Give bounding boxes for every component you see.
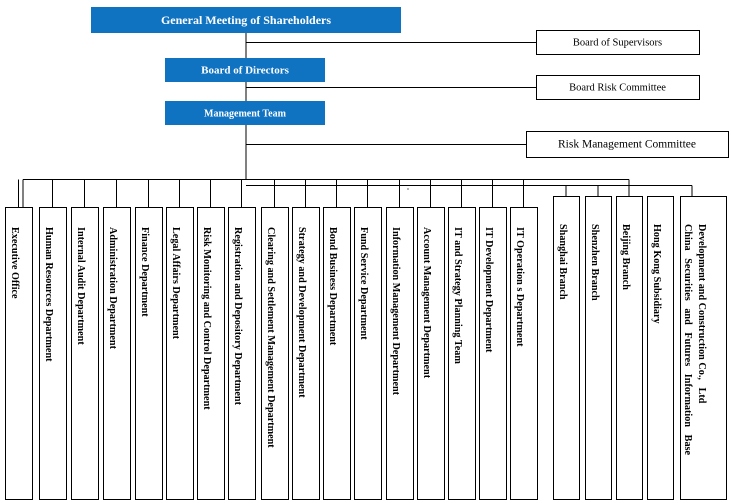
dept-fund-service-department: Fund Service Department xyxy=(354,207,382,500)
box-label: Risk Management Committee xyxy=(558,139,696,151)
dept-finance-department: Finance Department xyxy=(135,207,163,500)
dept-label: IT Operation s Department xyxy=(514,227,525,347)
dept-clearing-and-settlement-management-department: Clearing and Settlement Management Depar… xyxy=(261,207,289,500)
branch-label: Hong Kong Subsidiary xyxy=(651,224,662,324)
stray-dot xyxy=(407,188,409,190)
box-management-team: Management Team xyxy=(165,101,325,125)
dept-label: Administration Department xyxy=(107,227,118,350)
branch-label-line-1: China Securities and Futures Information… xyxy=(682,224,693,456)
department-boxes: Executive Office Human Resources Departme… xyxy=(5,207,538,500)
box-label: Board of Supervisors xyxy=(573,37,662,48)
branch-china-securities-and-futures-information-development-and-construction-co-ltd: China Securities and Futures Information… xyxy=(680,196,727,500)
dept-label: Fund Service Department xyxy=(358,227,369,340)
dept-risk-monitoring-and-control-department: Risk Monitoring and Control Department xyxy=(197,207,225,500)
dept-label: Clearing and Settlement Management Depar… xyxy=(265,227,276,448)
dept-label: Information Management Department xyxy=(390,227,401,396)
branch-beijing-branch: Beijing Branch xyxy=(616,196,643,500)
dept-human-resources-department: Human Resources Department xyxy=(39,207,67,500)
box-label: Management Team xyxy=(204,108,287,119)
connector-lines xyxy=(18,33,693,207)
dept-it-operation-s-department: IT Operation s Department xyxy=(510,207,538,500)
dept-internal-audit-department: Internal Audit Department xyxy=(71,207,99,500)
dept-label: IT and Strategy Planning Team xyxy=(452,227,463,364)
branch-label: Beijing Branch xyxy=(620,224,631,290)
dept-administration-department: Administration Department xyxy=(103,207,131,500)
dept-label: Account Management Department xyxy=(421,227,432,379)
branch-label: Shanghai Branch xyxy=(557,224,568,300)
box-label: Board of Directors xyxy=(201,65,289,77)
branch-boxes: Shanghai Branch Shenzhen Branch Beijing Br… xyxy=(553,196,727,500)
box-risk-management-committee: Risk Management Committee xyxy=(526,131,729,158)
dept-label: Executive Office xyxy=(9,227,20,299)
box-general-meeting-of-shareholders: General Meeting of Shareholders xyxy=(91,7,401,33)
box-label: General Meeting of Shareholders xyxy=(161,13,331,27)
branch-shanghai-branch: Shanghai Branch xyxy=(553,196,580,500)
branch-label-line-2: Development and Construction Co., Ltd xyxy=(696,224,707,404)
dept-account-management-department: Account Management Department xyxy=(417,207,445,500)
dept-bond-business-department: Bond Business Department xyxy=(323,207,351,500)
box-board-of-supervisors: Board of Supervisors xyxy=(536,30,700,55)
dept-strategy-and-development-department: Strategy and Development Department xyxy=(292,207,320,500)
dept-label: Legal Affairs Department xyxy=(170,227,181,340)
dept-executive-office: Executive Office xyxy=(5,207,33,500)
box-board-of-directors: Board of Directors xyxy=(165,58,325,82)
dept-label: Human Resources Department xyxy=(43,227,54,362)
dept-label: Strategy and Development Department xyxy=(296,227,307,398)
box-label: Board Risk Committee xyxy=(569,82,666,93)
dept-it-and-strategy-planning-team: IT and Strategy Planning Team xyxy=(448,207,476,500)
dept-label: Finance Department xyxy=(139,227,150,317)
dept-label: Bond Business Department xyxy=(327,227,338,346)
dept-label: Registration and Depository Department xyxy=(232,227,243,406)
dept-information-management-department: Information Management Department xyxy=(386,207,414,500)
dept-label: IT Development Department xyxy=(483,227,494,353)
box-board-risk-committee: Board Risk Committee xyxy=(536,75,700,100)
branch-label: Shenzhen Branch xyxy=(589,224,600,301)
dept-label: Risk Monitoring and Control Department xyxy=(201,227,212,410)
dept-it-development-department: IT Development Department xyxy=(479,207,507,500)
dept-label: Internal Audit Department xyxy=(75,227,86,345)
dept-legal-affairs-department: Legal Affairs Department xyxy=(166,207,194,500)
branch-hong-kong-subsidiary: Hong Kong Subsidiary xyxy=(647,196,674,500)
dept-registration-and-depository-department: Registration and Depository Department xyxy=(228,207,256,500)
branch-shenzhen-branch: Shenzhen Branch xyxy=(585,196,612,500)
